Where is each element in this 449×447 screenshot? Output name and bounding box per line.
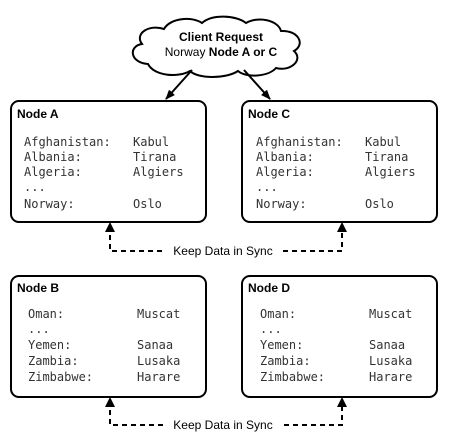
node-b-box xyxy=(10,275,207,398)
node-a-country: Norway: xyxy=(24,197,75,211)
node-b-capital: Harare xyxy=(137,370,180,384)
client-request-detail: Norway Node A or C xyxy=(165,45,278,59)
sync-arrowhead-right-bottom xyxy=(337,397,347,407)
node-d-capital: Harare xyxy=(369,370,412,384)
node-d-country: Yemen: xyxy=(260,338,303,352)
node-b: Node B Oman: Muscat ... Yemen: Sanaa Zam… xyxy=(10,275,207,398)
node-b-country: Oman: xyxy=(28,307,64,321)
node-c: Node C Afghanistan: Kabul Albania: Tiran… xyxy=(241,100,438,223)
node-c-country: Norway: xyxy=(256,197,307,211)
node-d-ellipsis: ... xyxy=(260,322,282,336)
node-d-country: Zambia: xyxy=(260,354,311,368)
node-b-capital: Lusaka xyxy=(137,354,180,368)
node-c-label: Node C xyxy=(248,107,290,121)
node-a-country: Afghanistan: xyxy=(24,135,111,149)
sync-arrowhead-right-top xyxy=(337,222,347,232)
sync-arrowhead-left-top xyxy=(105,222,115,232)
sync-arrowhead-left-bottom xyxy=(105,397,115,407)
node-c-capital: Algiers xyxy=(365,165,416,179)
node-d-capital: Lusaka xyxy=(369,354,412,368)
client-request-cloud: Client Request Norway Node A or C xyxy=(132,15,301,78)
node-c-box xyxy=(241,100,438,223)
node-b-country: Yemen: xyxy=(28,338,71,352)
request-arrow-to-node-a xyxy=(165,69,193,100)
node-a-capital: Tirana xyxy=(133,150,176,164)
node-b-country: Zambia: xyxy=(28,354,79,368)
node-d: Node D Oman: Muscat ... Yemen: Sanaa Zam… xyxy=(241,275,438,398)
node-a-capital: Oslo xyxy=(133,197,162,211)
node-d-country: Zimbabwe: xyxy=(260,370,325,384)
node-d-box xyxy=(241,275,438,398)
cloud-shape xyxy=(132,15,301,78)
node-d-country: Oman: xyxy=(260,307,296,321)
node-a: Node A Afghanistan: Kabul Albania: Tiran… xyxy=(10,100,207,223)
sync-label-top: Keep Data in Sync xyxy=(173,244,272,258)
node-a-country: Albania: xyxy=(24,150,82,164)
node-c-capital: Tirana xyxy=(365,150,408,164)
node-a-capital: Algiers xyxy=(133,165,184,179)
node-d-label: Node D xyxy=(248,281,290,295)
node-a-ellipsis: ... xyxy=(24,180,46,194)
node-b-ellipsis: ... xyxy=(28,322,50,336)
node-a-box xyxy=(10,100,207,223)
node-c-capital: Kabul xyxy=(365,135,401,149)
node-b-capital: Muscat xyxy=(137,307,180,321)
sync-connector-top: Keep Data in Sync xyxy=(105,222,347,259)
node-a-label: Node A xyxy=(17,107,59,121)
node-a-country: Algeria: xyxy=(24,165,82,179)
node-b-country: Zimbabwe: xyxy=(28,370,93,384)
node-b-capital: Sanaa xyxy=(137,338,173,352)
sync-label-bottom: Keep Data in Sync xyxy=(173,418,272,432)
client-request-title: Client Request xyxy=(179,30,263,44)
request-arrow-to-node-c xyxy=(243,69,271,100)
node-c-country: Albania: xyxy=(256,150,314,164)
sync-line-top xyxy=(109,226,343,252)
node-c-country: Algeria: xyxy=(256,165,314,179)
node-a-capital: Kabul xyxy=(133,135,169,149)
sync-connector-bottom: Keep Data in Sync xyxy=(105,397,347,433)
node-c-capital: Oslo xyxy=(365,197,394,211)
node-d-capital: Sanaa xyxy=(369,338,405,352)
node-c-ellipsis: ... xyxy=(256,180,278,194)
node-c-country: Afghanistan: xyxy=(256,135,343,149)
node-b-label: Node B xyxy=(17,281,59,295)
node-d-capital: Muscat xyxy=(369,307,412,321)
